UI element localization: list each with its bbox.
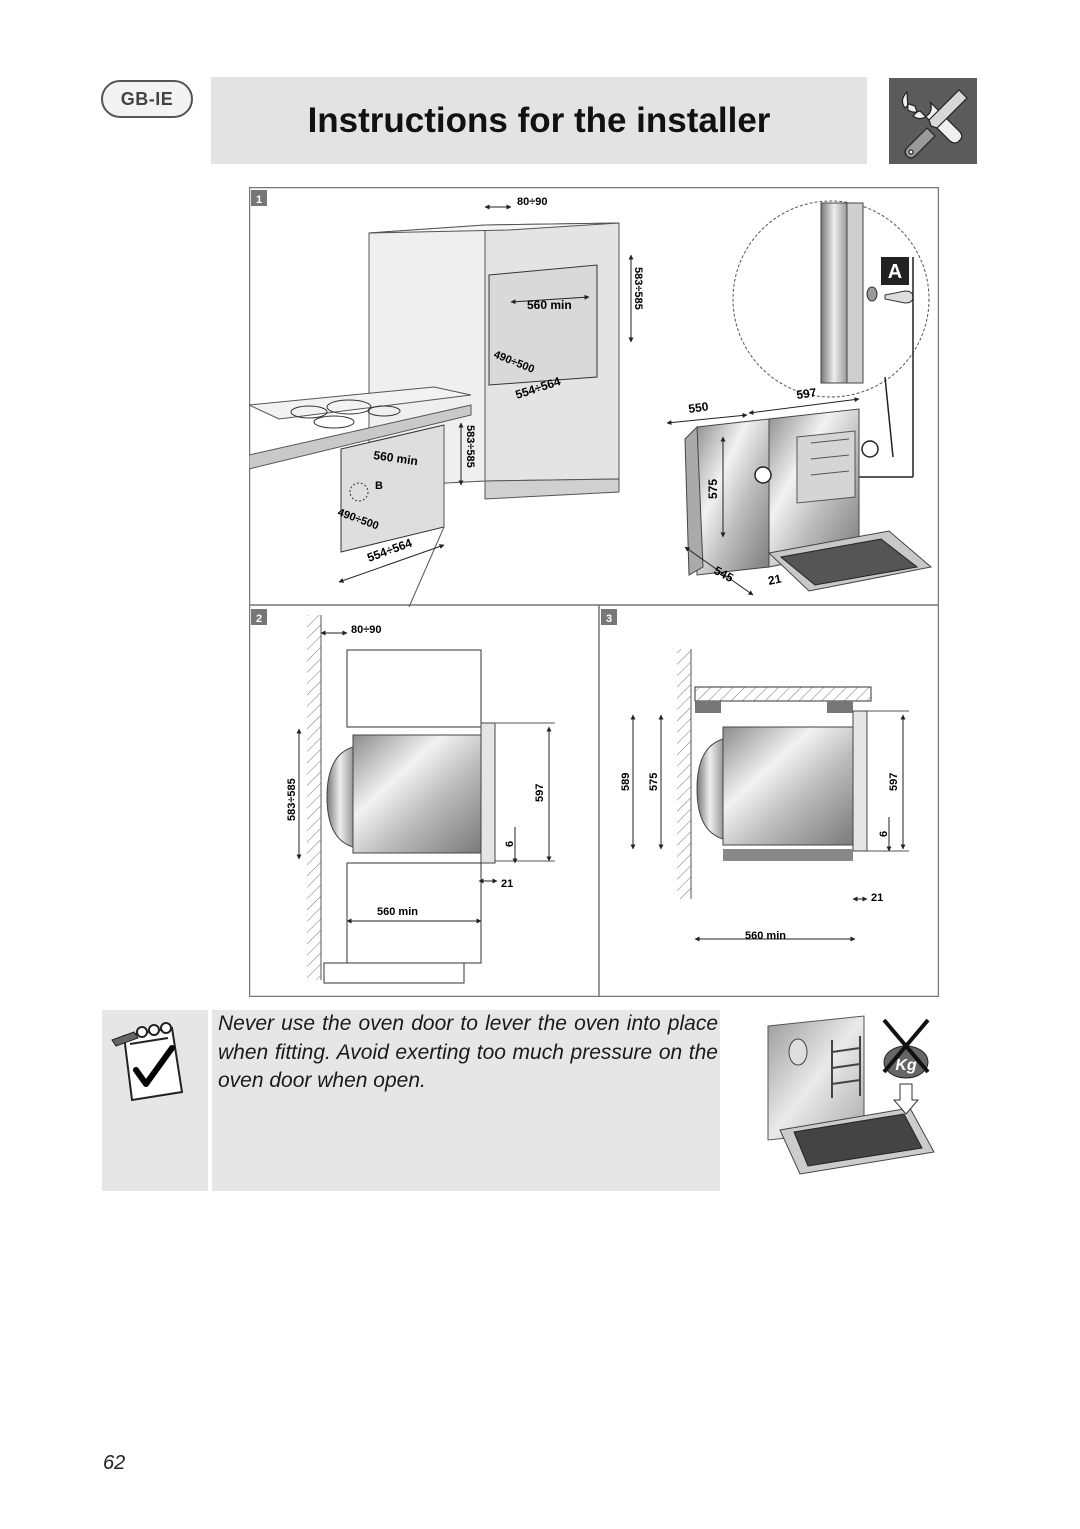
panel-2: 2 80÷90 583÷585 597 6 21 — [251, 609, 555, 984]
page-title: Instructions for the installer — [307, 100, 771, 140]
p3-gap: 6 — [878, 831, 890, 837]
p3-front: 21 — [871, 892, 883, 904]
tools-icon — [889, 78, 977, 164]
p1-upper-height: 583÷585 — [632, 267, 644, 310]
p2-front: 21 — [501, 878, 513, 890]
panel-1-number: 1 — [256, 194, 262, 206]
p1-detail-label: A — [888, 261, 902, 283]
p3-inner-height: 575 — [648, 773, 660, 791]
note-background — [212, 1010, 720, 1191]
no-weight-on-door-icon: Kg — [760, 1012, 940, 1184]
panel-3-number: 3 — [606, 613, 612, 625]
p1-oven-height: 575 — [706, 479, 720, 499]
p3-outer-height: 589 — [620, 773, 632, 791]
p1-upper-width: 560 min — [527, 298, 572, 312]
page-number: 62 — [103, 1452, 126, 1474]
p3-width: 560 min — [745, 930, 786, 942]
installation-figure: 1 80÷90 560 min 583 — [247, 186, 940, 998]
notepad-check-icon — [111, 1022, 184, 1102]
panel-1: 1 80÷90 560 min 583 — [247, 190, 933, 608]
p1-oven-width: 597 — [795, 385, 817, 402]
p2-oven-height: 597 — [534, 784, 546, 802]
language-badge: GB-IE — [101, 80, 193, 118]
p1-oven-front: 21 — [767, 571, 783, 588]
p1-lower-height: 583÷585 — [464, 425, 476, 468]
title-band: Instructions for the installer — [211, 77, 867, 164]
p2-width: 560 min — [377, 906, 418, 918]
p3-oven-height: 597 — [888, 773, 900, 791]
p1-marker-b: B — [375, 480, 383, 492]
p2-opening-height: 583÷585 — [286, 778, 298, 821]
p2-gap: 6 — [504, 841, 516, 847]
note-text: Never use the oven door to lever the ove… — [218, 1012, 718, 1092]
weight-label: Kg — [895, 1057, 917, 1074]
p1-lower-width: 560 min — [373, 448, 419, 468]
p2-top-gap: 80÷90 — [351, 624, 382, 636]
panel-2-number: 2 — [256, 613, 262, 625]
p1-top-gap: 80÷90 — [517, 196, 548, 208]
panel-3: 3 589 575 597 6 21 560 — [601, 609, 909, 942]
p1-oven-depth: 550 — [687, 399, 709, 416]
note-icon-panel — [102, 1010, 208, 1191]
